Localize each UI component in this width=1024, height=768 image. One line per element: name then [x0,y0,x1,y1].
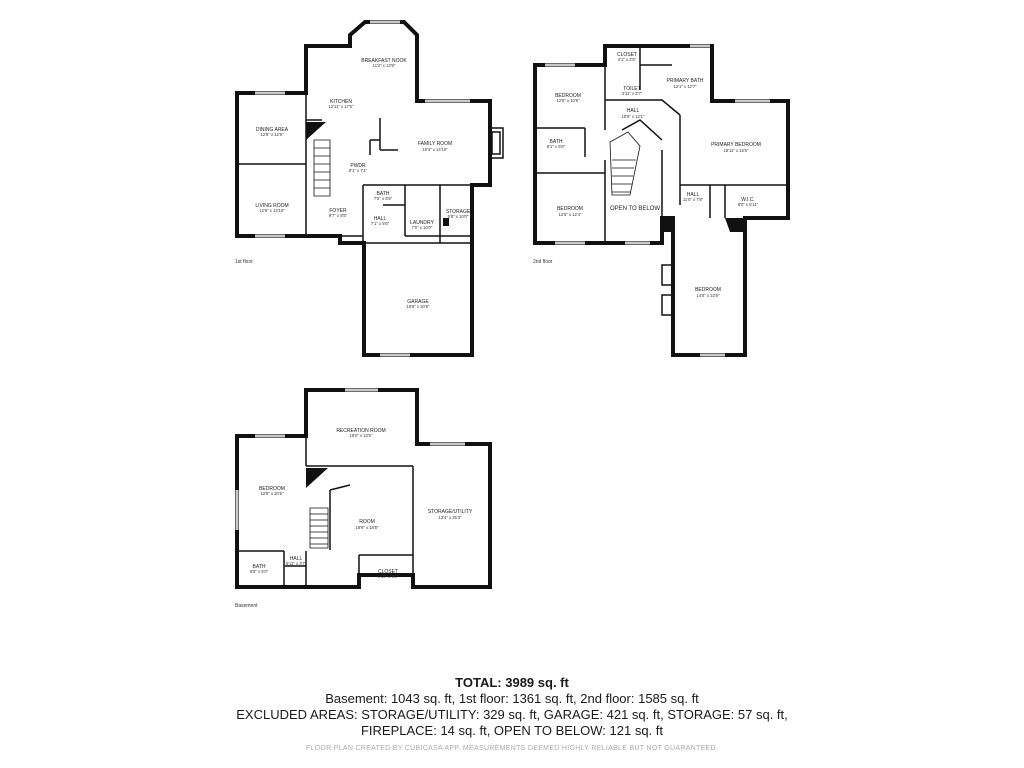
room-name-storage-utility: STORAGE/UTILITY [428,509,473,515]
room-name-bath-first: BATH [377,191,390,197]
basement-stair [306,468,329,549]
floor-label-first: 1st floor [235,259,253,265]
room-name-family-room: FAMILY ROOM [418,141,452,147]
room-name-hall-second-a: HALL [627,108,640,114]
room-dims-bath-second: 8'1" x 5'6" [547,144,566,149]
second-floor-plan: CLOSET 4'1" x 2'5" PRIMARY BATH 12'1" x … [533,44,790,357]
excluded-areas: EXCLUDED AREAS: STORAGE/UTILITY: 329 sq.… [236,707,788,722]
room-name-primary-bath: PRIMARY BATH [667,78,704,84]
room-dims-wic: 8'0" x 5'11" [738,202,759,207]
floor-label-second: 2nd floor [533,259,553,265]
area-summary: TOTAL: 3989 sq. ft Basement: 1043 sq. ft… [0,674,1024,752]
room-dims-breakfast-nook: 11'2" x 13'9" [373,63,396,68]
total-area: TOTAL: 3989 sq. ft [455,675,569,690]
room-name-bedroom-second-a: BEDROOM [555,93,581,99]
room-dims-hall-second-a: 18'9" x 12'1" [622,114,645,119]
room-dims-bedroom-second-a: 12'8" x 10'9" [557,98,580,103]
excluded-areas-continued: FIREPLACE: 14 sq. ft, OPEN TO BELOW: 121… [360,723,663,738]
room-name-pwdr: PWDR [350,163,366,169]
room-name-kitchen: KITCHEN [330,99,352,105]
room-dims-recreation-room: 18'0" x 13'5" [350,433,373,438]
second-floor-windows [545,44,770,357]
disclaimer-footer: FLOOR PLAN CREATED BY CUBICASA APP. MEAS… [305,745,719,752]
room-dims-primary-bath: 12'1" x 12'7" [674,84,697,89]
basement-interior-walls [237,436,414,587]
room-dims-bath-first: 7'5" x 5'5" [374,196,393,201]
room-dims-storage-first: 5'6" x 10'0" [448,214,469,219]
room-dims-room-basement: 18'9" x 18'8" [356,525,379,530]
room-name-recreation-room: RECREATION ROOM [336,428,385,434]
room-name-bath-basement: BATH [253,564,266,570]
room-name-dining-area: DINING AREA [256,127,289,133]
room-name-garage: GARAGE [407,299,429,305]
room-name-bath-second: BATH [550,139,563,145]
room-dims-storage-utility: 13'4" x 25'3" [439,515,462,520]
room-name-laundry: LAUNDRY [410,220,434,226]
basement-windows [235,388,465,530]
room-dims-closet-basement: 8'10" x 5'2" [378,574,399,579]
room-dims-kitchen: 12'11" x 17'5" [329,104,354,109]
room-name-bedroom-basement: BEDROOM [259,486,285,492]
room-name-storage-first: STORAGE [446,209,471,215]
room-dims-living-room: 12'8" x 13'10" [259,208,285,213]
room-dims-foyer: 9'7" x 8'5" [329,213,348,218]
room-name-hall-second-b: HALL [687,192,700,198]
room-dims-family-room: 19'3" x 14'10" [422,147,448,152]
room-name-living-room: LIVING ROOM [255,203,288,209]
room-dims-garage: 19'6" x 20'8" [407,304,430,309]
room-name-bedroom-second-c: BEDROOM [695,287,721,293]
second-floor-bay [661,264,673,316]
room-dims-bedroom-second-c: 14'6" x 23'9" [697,293,720,298]
first-floor-stair [306,122,331,197]
room-dims-bedroom-second-b: 12'6" x 12'4" [559,212,582,217]
room-name-closet-second: CLOSET [617,52,637,58]
basement-plan: RECREATION ROOM 18'0" x 13'5" BEDROOM 12… [235,388,492,609]
second-floor-column-b [660,218,673,232]
room-dims-bath-basement: 8'5" x 6'0" [250,569,269,574]
room-name-room-basement: ROOM [359,519,375,525]
second-floor-column [725,218,745,232]
room-name-hall-basement: HALL [290,556,303,562]
room-dims-hall-second-b: 11'0" x 7'8" [683,197,704,202]
room-name-open-to-below: OPEN TO BELOW [610,206,660,212]
room-dims-bedroom-basement: 12'8" x 20'5" [261,491,284,496]
room-dims-dining-area: 12'8" x 12'8" [261,132,284,137]
room-name-hall-first: HALL [374,216,387,222]
first-floor-column [443,218,449,226]
first-floor-interior-walls [237,93,490,244]
room-name-closet-basement: CLOSET [378,569,398,575]
second-floor-interior-walls [535,46,788,243]
second-floor-stair [609,131,641,196]
room-dims-closet-second: 4'1" x 2'5" [618,57,637,62]
floor-label-basement: Basement [235,603,258,609]
room-name-wic: W.I.C. [741,197,755,203]
room-dims-laundry: 7'0" x 10'0" [412,225,433,230]
room-name-foyer: FOYER [329,208,347,214]
room-name-primary-bedroom: PRIMARY BEDROOM [711,142,761,148]
room-dims-hall-first: 7'1" x 5'6" [371,221,390,226]
fireplace-symbol [490,127,504,159]
room-name-breakfast-nook: BREAKFAST NOOK [361,58,407,64]
room-name-toilet: TOILET [623,86,640,92]
room-dims-primary-bedroom: 18'11" x 15'5" [724,148,749,153]
room-dims-hall-basement: 5'11" x 3'7" [286,561,307,566]
room-dims-toilet: 4'11" x 2'7" [622,91,643,96]
room-name-bedroom-second-b: BEDROOM [557,206,583,212]
first-floor-plan: BREAKFAST NOOK 11'2" x 13'9" KITCHEN 12'… [235,20,504,357]
floor-areas: Basement: 1043 sq. ft, 1st floor: 1361 s… [325,691,699,706]
basement-outer-wall [235,388,492,589]
room-dims-pwdr: 8'1" x 7'1" [349,168,368,173]
first-floor-windows [255,20,470,357]
